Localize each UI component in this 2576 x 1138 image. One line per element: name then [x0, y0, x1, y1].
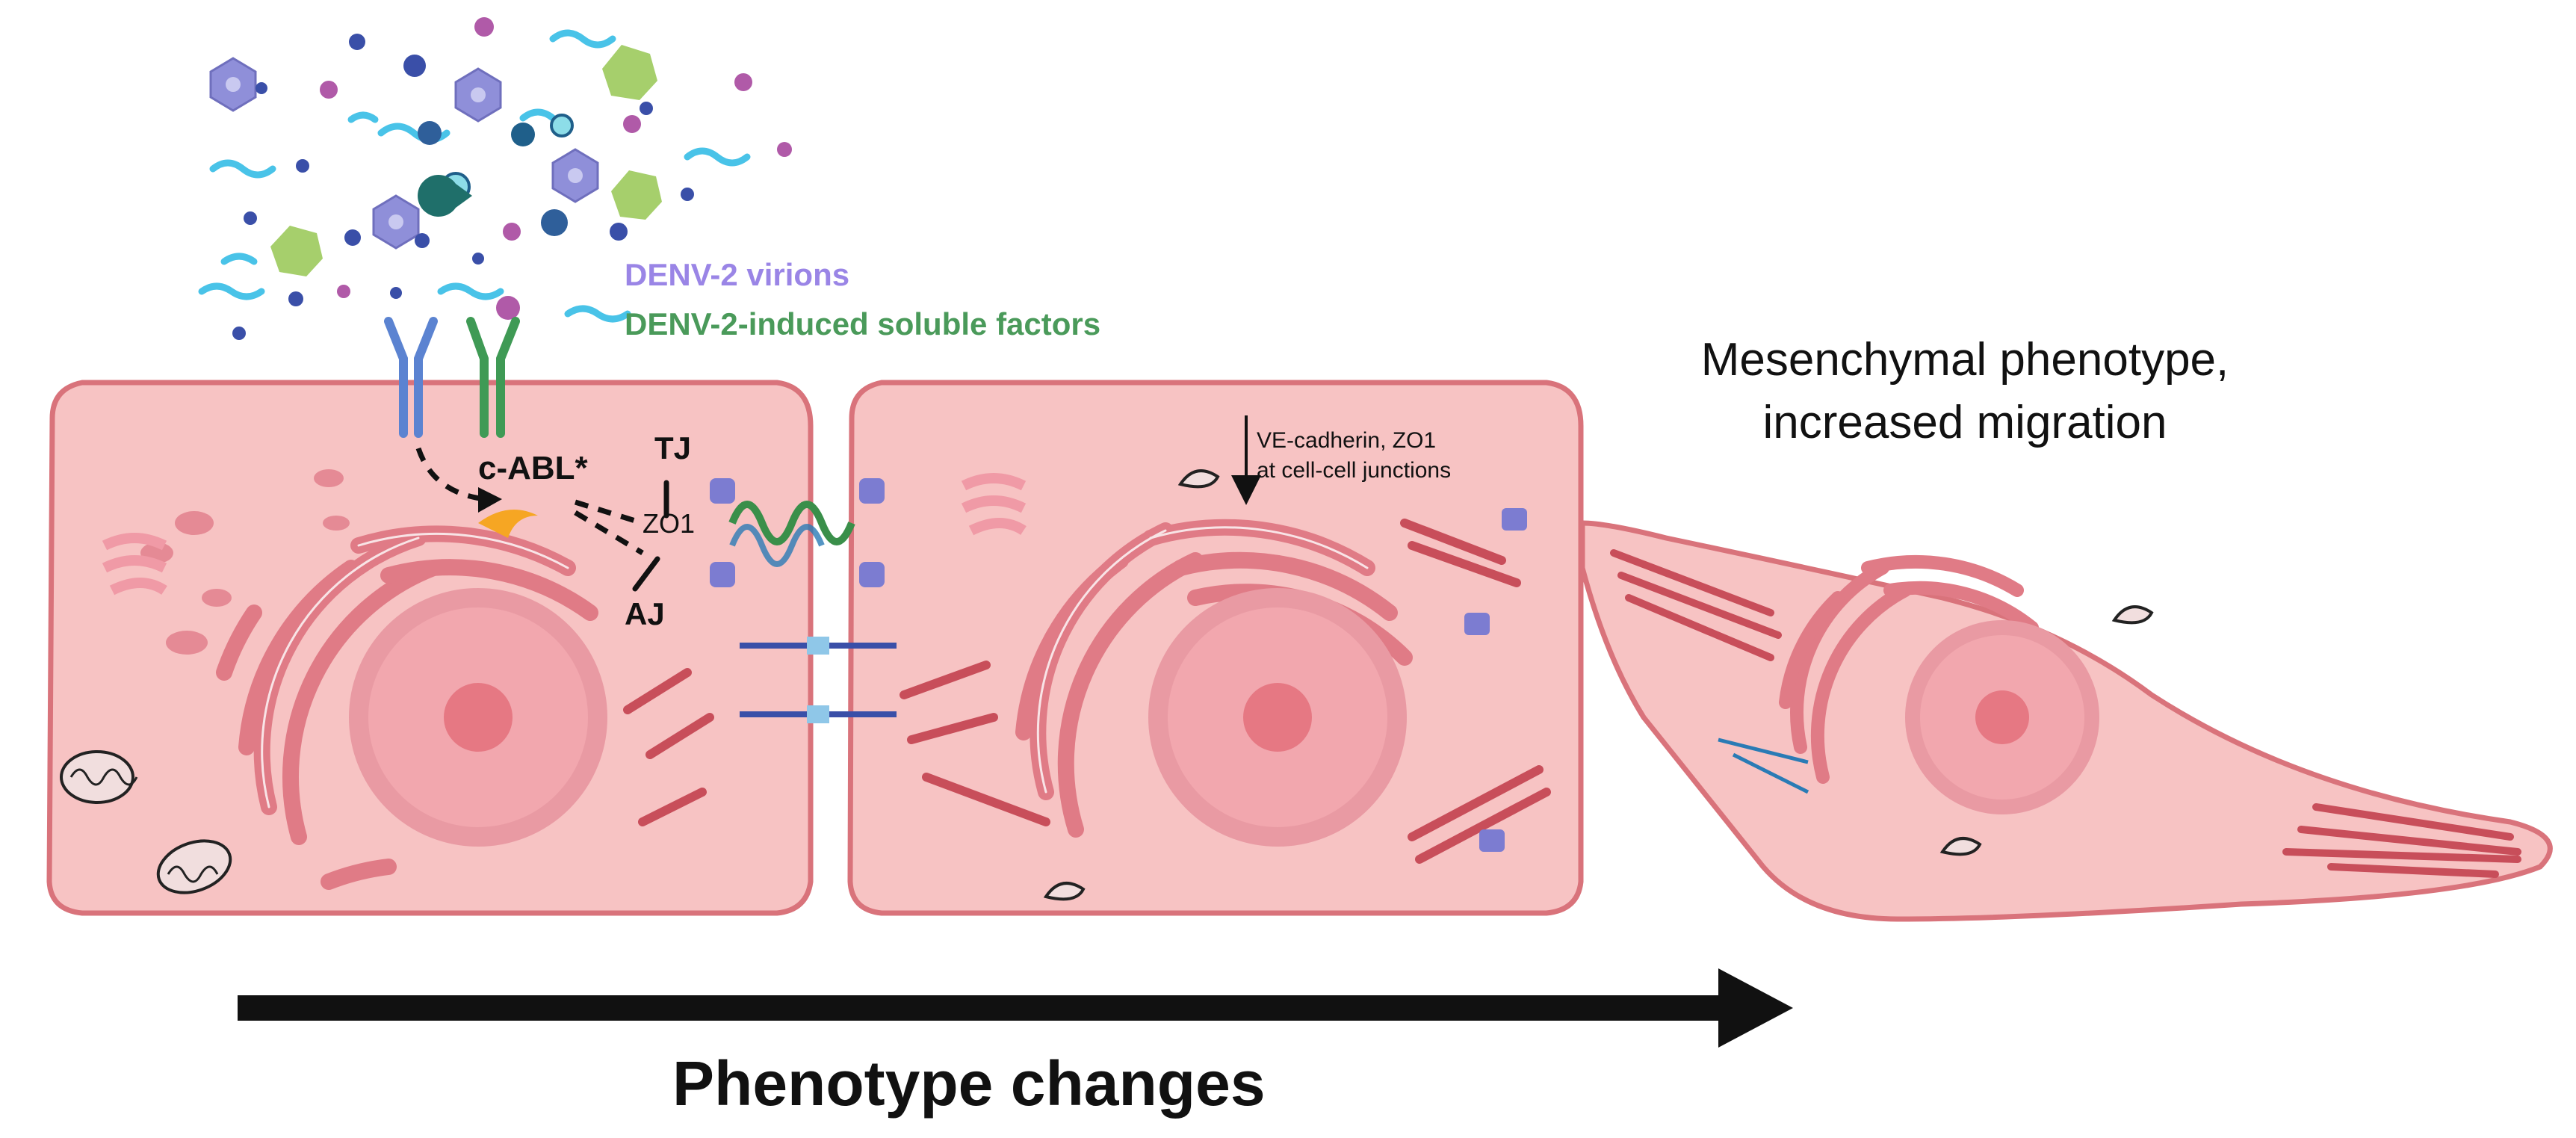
endoplasmic-reticulum: [1779, 554, 2039, 784]
nucleolus: [1975, 690, 2029, 744]
annotation-line-1: VE-cadherin, ZO1: [1257, 428, 1437, 453]
phenotype-arrow: [238, 968, 1793, 1048]
endothelial-cell-middle: [847, 380, 1584, 916]
signaling-arrowhead: [478, 487, 502, 513]
signaling-arrow: [415, 447, 644, 556]
annotation-line-2: at cell-cell junctions: [1257, 458, 1452, 483]
receptor-blue: [384, 317, 438, 438]
pacman-factor: [418, 175, 472, 217]
mitochondrion: [60, 750, 232, 894]
mesenchymal-cell: [1579, 520, 2553, 922]
golgi-apparatus: [102, 533, 167, 596]
c-abl-label: c-ABL*: [478, 450, 588, 486]
virion-cloud: [198, 17, 792, 340]
legend-soluble-factors: DENV-2-induced soluble factors: [625, 306, 1101, 341]
soluble-factor: [270, 45, 662, 276]
nucleolus: [1243, 683, 1312, 752]
junction-links: [632, 480, 669, 592]
focal-adhesions: [1718, 737, 1809, 794]
outcome-line-2: increased migration: [1762, 397, 2167, 448]
legend-virions: DENV-2 virions: [625, 257, 850, 292]
receptor-green: [466, 317, 520, 438]
phenotype-changes-label: Phenotype changes: [672, 1048, 1266, 1119]
zo1-label: ZO1: [643, 508, 696, 539]
actin-fibers: [900, 519, 1551, 864]
cytokine-strand: [198, 29, 751, 323]
endothelial-cell-left: [46, 380, 814, 916]
actin-fibers: [1610, 549, 2521, 878]
vesicles: [1939, 605, 2154, 856]
actin-fibers: [623, 668, 714, 826]
c-abl-kinase: [478, 510, 538, 538]
cell-cell-junction: [710, 478, 897, 723]
virion: [209, 57, 599, 250]
ve-cadherin-annotation: VE-cadherin, ZO1 at cell-cell junctions: [1257, 426, 1451, 486]
adherens-junction-proteins: [807, 637, 829, 723]
golgi-apparatus: [961, 473, 1027, 536]
nucleolus: [444, 683, 513, 752]
outcome-line-1: Mesenchymal phenotype,: [1700, 334, 2229, 386]
vesicles: [1043, 469, 1220, 901]
tight-junction-proteins: [728, 501, 855, 545]
mesenchymal-phenotype-label: Mesenchymal phenotype, increased migrati…: [1546, 329, 2383, 454]
adherens-junction-label: AJ: [625, 596, 665, 631]
tight-junction-label: TJ: [654, 430, 692, 466]
particle-dots: [232, 17, 792, 340]
junction-proteins: [1464, 508, 1527, 852]
